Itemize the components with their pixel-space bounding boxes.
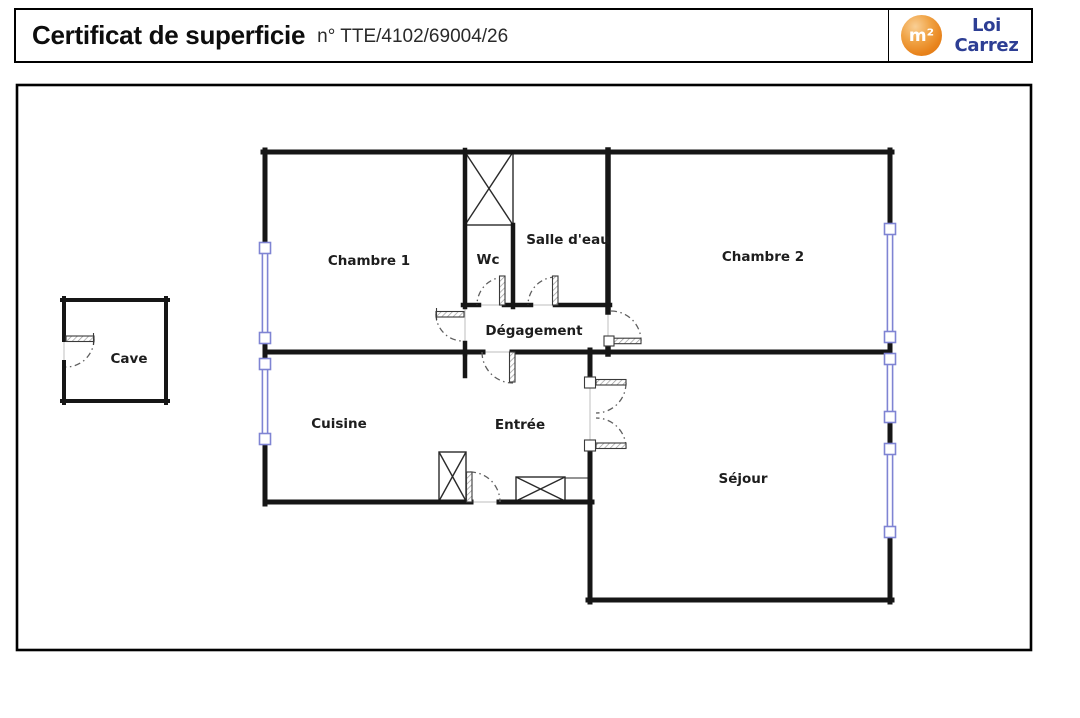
room-label-degagement: Dégagement — [485, 323, 583, 339]
door-arc-chambre2 — [610, 310, 642, 342]
door-arc-salle-deau — [527, 276, 557, 306]
room-label-entree: Entrée — [495, 417, 545, 433]
window-chambre1 — [261, 248, 269, 338]
header-title-box: Certificat de superficie n° TTE/4102/690… — [14, 8, 890, 63]
room-label-chambre1: Chambre 1 — [328, 253, 410, 269]
page-title: Certificat de superficie — [32, 20, 306, 50]
door-leaf-sejour-bottom — [595, 442, 627, 450]
window-cuisine — [261, 364, 269, 439]
room-label-salle-deau: Salle d'eau — [526, 232, 610, 248]
interior-walls — [460, 147, 613, 379]
loi-carrez-label: Loi Carrez — [954, 14, 1019, 56]
m2-logo-icon: m² — [901, 15, 942, 56]
door-leaf-sejour-top — [595, 378, 627, 386]
certificate-number: n° TTE/4102/69004/26 — [317, 26, 509, 47]
room-label-sejour: Séjour — [718, 471, 767, 487]
door-jamb — [583, 376, 597, 389]
door-leaf-salle-deau — [551, 275, 559, 306]
door-leaf-wc — [498, 275, 506, 306]
room-label-cave: Cave — [111, 351, 148, 367]
room-label-cuisine: Cuisine — [311, 416, 367, 432]
window-sejour-1 — [886, 359, 894, 417]
shaft-boxes — [438, 151, 589, 502]
room-label-chambre2: Chambre 2 — [722, 249, 804, 265]
loi-carrez-logo: m² Loi Carrez — [888, 8, 1033, 63]
plan-border — [15, 83, 1033, 652]
door-arc-entree — [481, 351, 514, 384]
window-sejour-2 — [886, 449, 894, 532]
door-leaves — [65, 275, 642, 503]
door-arc-sejour-top — [595, 382, 627, 414]
door-jamb — [583, 439, 597, 452]
door-leaf-cave — [65, 335, 95, 343]
door-leaf-chambre2 — [611, 337, 642, 345]
room-label-wc: Wc — [477, 252, 500, 268]
door-jamb — [603, 335, 615, 347]
outer-walls — [260, 147, 895, 605]
door-arc-front-door — [469, 471, 501, 503]
windows — [258, 222, 897, 539]
door-leaf-entree — [508, 351, 516, 383]
cave-walls — [60, 296, 170, 405]
door-leaf-chambre1 — [435, 310, 465, 318]
door-leaf-front-door — [465, 471, 473, 503]
window-handles — [258, 222, 897, 539]
window-chambre2 — [886, 229, 894, 337]
